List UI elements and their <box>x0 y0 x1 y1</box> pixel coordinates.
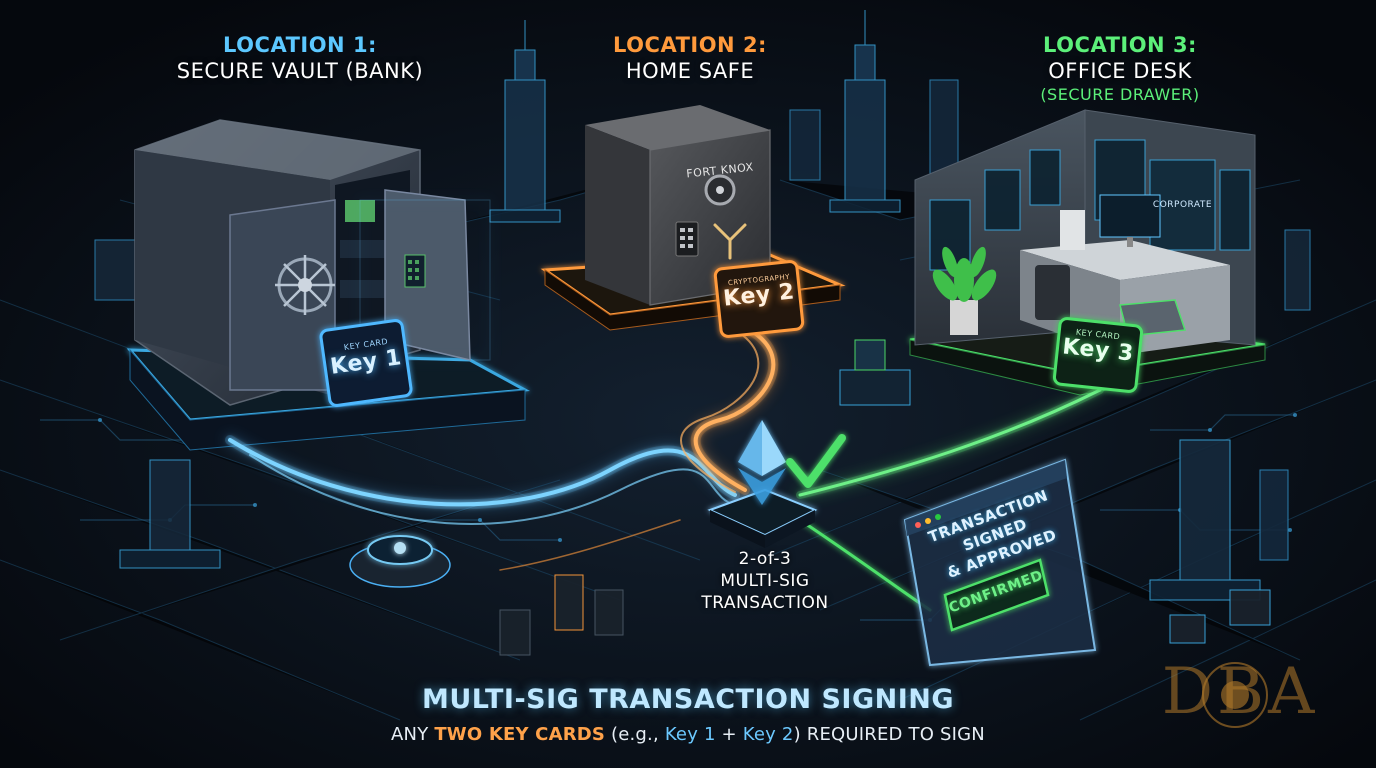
tower-right <box>1149 439 1289 601</box>
checkmark-icon <box>786 434 846 488</box>
location-1-title: LOCATION 1: <box>223 33 377 57</box>
location-3-title: LOCATION 3: <box>1043 33 1197 57</box>
location-1-header: LOCATION 1: SECURE VAULT (BANK) <box>150 32 450 84</box>
ethereum-icon <box>707 420 818 548</box>
tower-center <box>789 10 959 213</box>
footer-sub-suffix: ) REQUIRED TO SIGN <box>793 724 985 745</box>
footer-sub-prefix: ANY <box>391 724 435 745</box>
confirmation-panel <box>903 458 1097 667</box>
location-1-subtitle: SECURE VAULT (BANK) <box>176 59 424 83</box>
hardware-devices <box>349 339 1271 656</box>
location-3-subtitle: OFFICE DESK <box>1048 59 1192 83</box>
location-3-subtitle2: (SECURE DRAWER) <box>1040 85 1200 104</box>
multisig-type: MULTI-SIG <box>720 571 810 591</box>
location-2-subtitle: HOME SAFE <box>625 59 755 83</box>
footer-sub-mid: (e.g., <box>605 724 665 745</box>
location-3-header: LOCATION 3: OFFICE DESK (SECURE DRAWER) <box>1000 32 1240 106</box>
bank-vault-icon <box>126 119 531 451</box>
home-safe-icon <box>540 105 846 331</box>
multisig-ratio: 2-of-3 <box>738 549 792 569</box>
footer-sub-highlight: TWO KEY CARDS <box>434 724 606 745</box>
location-2-header: LOCATION 2: HOME SAFE <box>560 32 820 84</box>
watermark-logo <box>1202 662 1268 728</box>
footer-sub-plus: + <box>715 724 743 745</box>
tower-left-small <box>94 229 1311 569</box>
key-card-2 <box>713 260 805 338</box>
multisig-label: 2-of-3 MULTI-SIG TRANSACTION <box>690 548 840 614</box>
multisig-transaction: TRANSACTION <box>701 593 829 613</box>
watermark-text: DBA <box>1161 655 1319 729</box>
footer-sub-key1: Key 1 <box>664 724 716 745</box>
footer-sub-key2: Key 2 <box>742 724 794 745</box>
footer-title: MULTI-SIG TRANSACTION SIGNING <box>421 684 955 715</box>
key-card-1 <box>319 319 413 407</box>
footer-subtitle: ANY TWO KEY CARDS (e.g., Key 1 + Key 2) … <box>300 724 1076 745</box>
tower-left <box>489 20 561 223</box>
key-card-3 <box>1052 317 1144 393</box>
office-sign-label: CORPORATE <box>1152 200 1213 210</box>
location-2-title: LOCATION 2: <box>613 33 767 57</box>
